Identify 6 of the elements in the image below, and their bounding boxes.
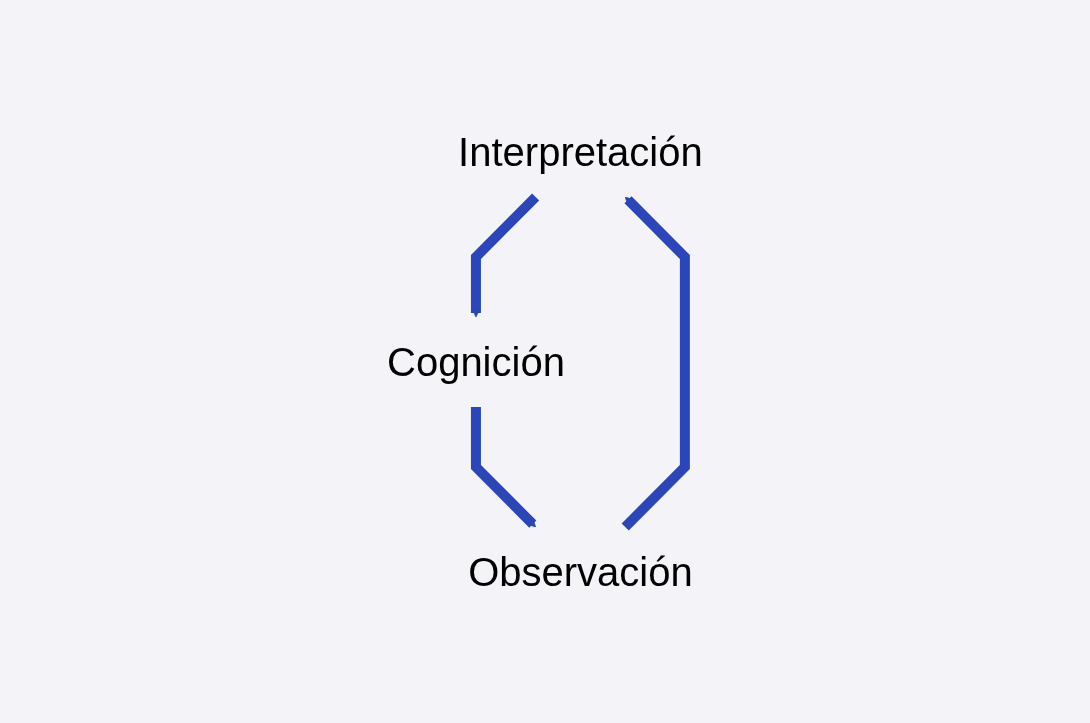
node-text: Interpretación <box>458 129 703 174</box>
arrow <box>471 193 540 317</box>
node-text: Observación <box>468 549 693 594</box>
arrow <box>471 406 537 528</box>
arrow <box>621 195 690 530</box>
node-text: Cognición <box>387 339 566 384</box>
